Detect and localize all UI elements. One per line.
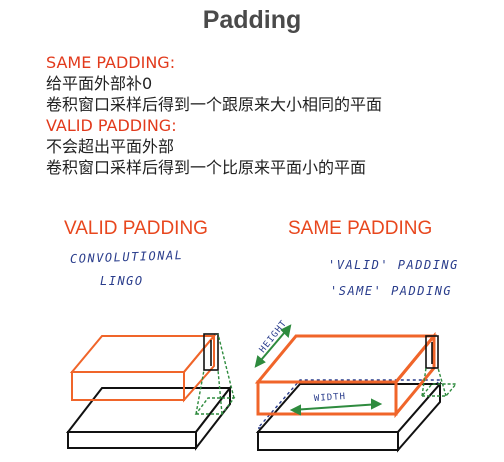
lingo-caption: LINGO [100, 274, 144, 288]
valid-input-slab [65, 385, 233, 451]
same-receptive-field [420, 367, 458, 397]
valid-padding-label: VALID PADDING [64, 218, 208, 239]
valid-padding-heading: VALID PADDING: [46, 116, 177, 135]
same-padding-heading: SAME PADDING: [46, 53, 176, 72]
valid-padding-desc-2: 卷积窗口采样后得到一个比原来平面小的平面 [46, 158, 367, 177]
width-label: WIDTH [314, 392, 347, 404]
height-arrow [254, 324, 292, 368]
valid-padding-desc-1: 不会超出平面外部 [46, 137, 175, 156]
same-padding-desc-1: 给平面外部补0 [46, 74, 153, 93]
same-padding-caption: 'SAME' PADDING [330, 284, 453, 298]
width-arrow [289, 398, 383, 416]
same-kernel-window [425, 335, 439, 369]
valid-padding-caption: 'VALID' PADDING [328, 258, 459, 272]
notes-block: SAME PADDING: 给平面外部补0 卷积窗口采样后得到一个跟原来大小相同… [46, 52, 496, 178]
page-title: Padding [202, 6, 302, 34]
valid-receptive-field [194, 333, 236, 415]
same-padding-label: SAME PADDING [288, 218, 433, 239]
same-padding-desc-2: 卷积窗口采样后得到一个跟原来大小相同的平面 [46, 95, 383, 114]
padding-diagram: HEIGHT WIDTH [65, 318, 458, 453]
convolutional-caption: CONVOLUTIONAL [69, 248, 184, 266]
valid-kernel-window [203, 333, 219, 371]
